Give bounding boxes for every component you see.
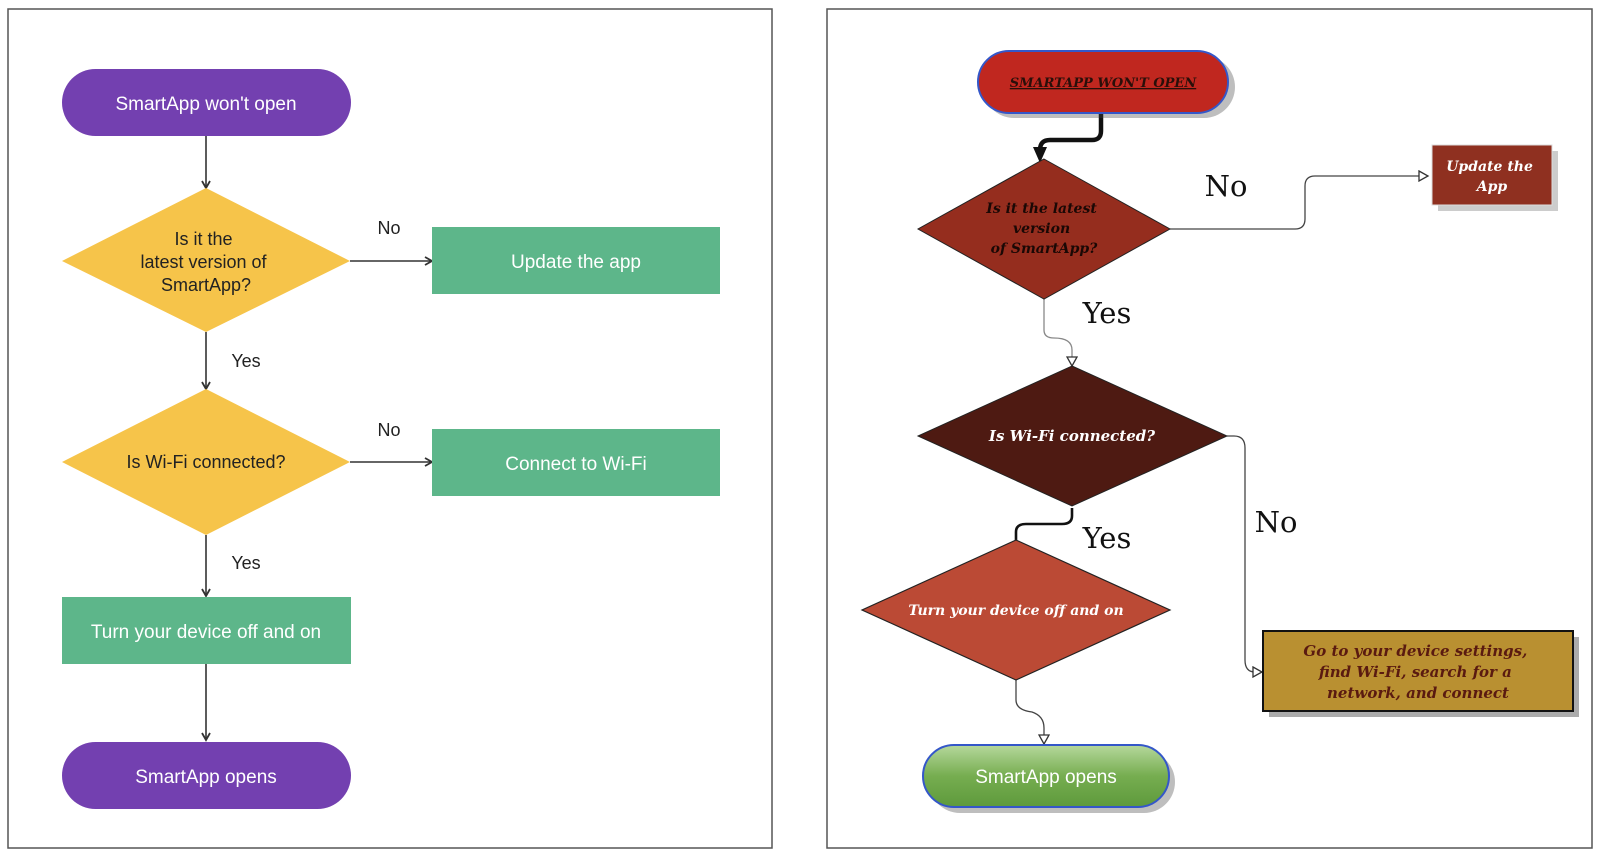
right-decision1-yes-label: Yes [1082,296,1132,330]
right-decision2-no-label: No [1255,505,1298,539]
left-decision-latest-version-label: Is it the latest version of SmartApp? [140,229,271,295]
right-end-terminal [922,744,1170,808]
left-decision1-line1: Is it the [174,229,232,249]
right-settings-box [1262,630,1574,712]
left-end-label: SmartApp opens [135,767,277,788]
right-decision-latest-version [916,158,1172,300]
right-decision-wifi [916,365,1229,507]
right-update-app-box [1431,144,1553,206]
right-end-label: SmartApp opens [975,767,1117,788]
right-decision2-yes-label: Yes [1082,521,1132,555]
left-restart-box [62,597,351,664]
left-decision1-line2: latest version of [140,252,267,272]
right-update-app-label: Update the App [1446,159,1538,195]
right-settings-line2: find Wi-Fi, search for a [1318,663,1512,681]
right-restart-label: Turn your device off and on [908,603,1123,619]
left-decision1-yes-label: Yes [231,351,260,371]
right-arrow-start-to-d1 [1033,114,1104,163]
left-start-label: SmartApp won't open [115,94,296,115]
left-connect-wifi-label: Connect to Wi-Fi [505,454,646,475]
right-decision1-line2: version [1013,221,1070,237]
right-start-label: SMARTAPP WON'T OPEN [1010,76,1198,91]
right-connectors [1014,114,1428,744]
left-decision2-yes-label: Yes [231,553,260,573]
right-arrow-d2-no [1227,435,1262,672]
left-restart-label: Turn your device off and on [91,622,321,643]
right-settings-line3: network, and connect [1327,684,1509,702]
right-arrow-d1-yes [1043,299,1072,366]
left-decision1-line3: SmartApp? [161,275,251,295]
left-decision1-no-label: No [377,218,400,238]
right-restart-shape [860,539,1172,681]
right-decision1-no-label: No [1205,169,1248,203]
right-update-line1: Update the [1446,159,1533,175]
left-update-app-label: Update the app [511,252,641,273]
left-decision-wifi [62,389,350,535]
right-update-line2: App [1475,179,1508,195]
right-decision-wifi-label: Is Wi-Fi connected? [988,427,1155,445]
right-decision1-line1: Is it the latest [985,201,1097,217]
left-start-terminal [62,69,351,136]
right-arrow-restart-to-end [1015,680,1044,744]
left-connect-wifi-box [432,429,720,496]
right-arrow-d2-yes [1014,508,1074,540]
right-arrow-d1-no [1170,176,1428,230]
right-start-terminal [977,50,1229,114]
left-decision-wifi-label: Is Wi-Fi connected? [126,452,285,472]
right-settings-line1: Go to your device settings, [1303,642,1527,660]
right-decision-latest-version-label: Is it the latest version of SmartApp? [985,201,1101,257]
left-end-terminal [62,742,351,809]
left-connectors [201,136,434,742]
left-decision-latest-version [62,188,350,332]
left-update-app-box [432,227,720,294]
right-settings-label: Go to your device settings, find Wi-Fi, … [1303,642,1532,702]
right-decision1-line3: of SmartApp? [991,241,1099,257]
left-decision2-no-label: No [377,420,400,440]
